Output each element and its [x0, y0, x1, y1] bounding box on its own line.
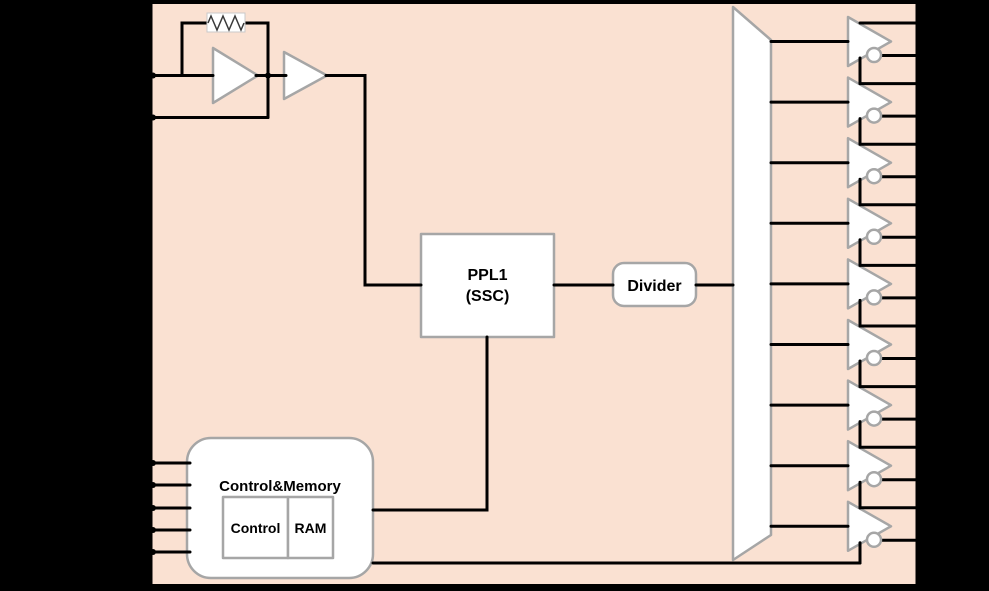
divider-label: Divider [627, 278, 681, 295]
control-input-pins [150, 460, 192, 555]
inverting-bubble-icon [865, 410, 883, 427]
pll-block [419, 232, 556, 339]
oscillator-to-pll-wire [324, 74, 423, 287]
control-pin-dot [150, 549, 156, 555]
control-sub-label: Control [231, 520, 281, 536]
inverting-bubble-icon [865, 289, 883, 306]
control-sub-block [221, 495, 290, 560]
pll-to-control-wire [371, 335, 489, 512]
inverting-bubble-icon [865, 470, 883, 488]
ram-sub-label: RAM [295, 520, 327, 536]
inverting-bubble-icon [865, 531, 883, 549]
junction-dot [265, 72, 271, 79]
inverting-bubble-icon [865, 228, 883, 246]
inverting-bubble-icon [865, 107, 883, 124]
control-pin-dot [150, 460, 156, 466]
control-pin-dot [150, 505, 156, 511]
control-pin-dot [150, 482, 156, 488]
clock-distribution-mux [731, 5, 773, 562]
pll-label-line2: (SSC) [466, 288, 510, 305]
output-buffer-shapes [846, 15, 893, 553]
control-pin-dot [150, 527, 156, 533]
inverting-bubbles [865, 46, 883, 549]
inverting-bubble-icon [865, 46, 883, 64]
xout-pin-dot [150, 114, 156, 121]
control-memory-title: Control&Memory [219, 478, 341, 495]
resistor-zigzag-icon [207, 14, 245, 32]
xin-pin-dot [150, 72, 156, 79]
inverting-bubble-icon [865, 167, 883, 185]
pll-label-line1: PPL1 [467, 267, 507, 284]
ram-sub-block [286, 495, 335, 560]
inverting-bubble-icon [865, 349, 883, 367]
